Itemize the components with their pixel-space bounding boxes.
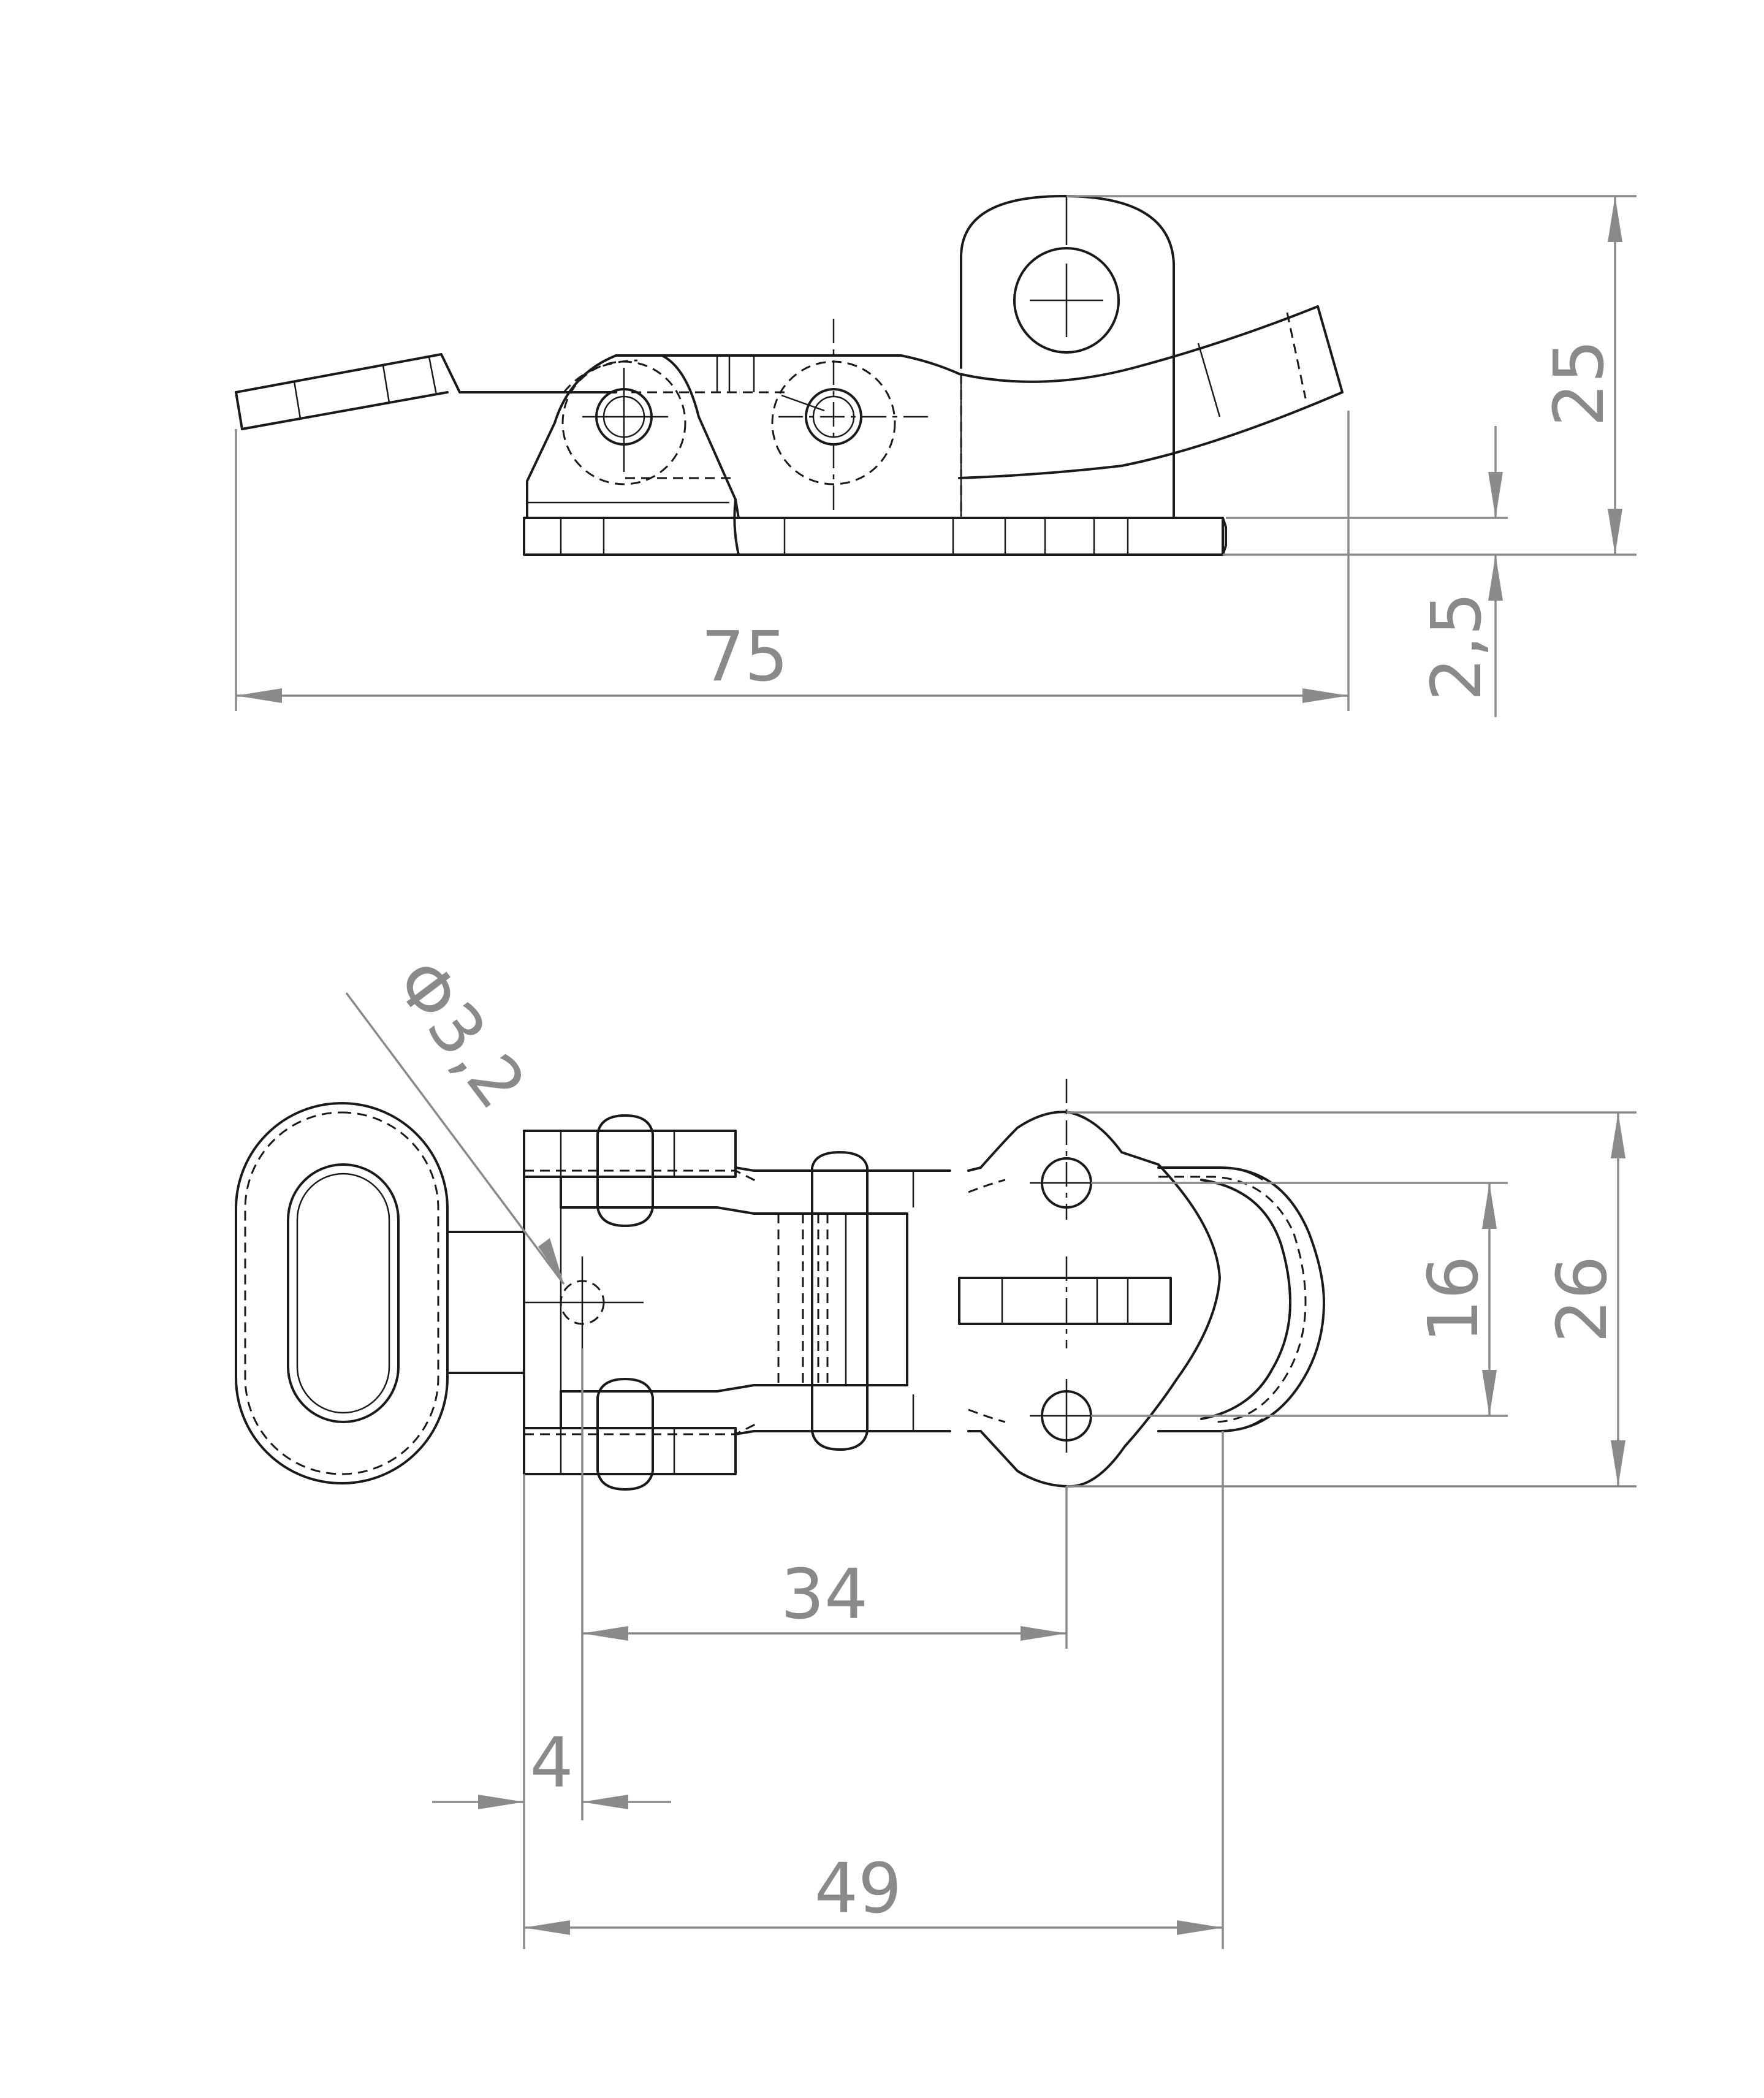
hook-hole — [1013, 247, 1120, 354]
dim-width: 26 — [1543, 1256, 1622, 1344]
dim-edge-to-pin: 4 — [530, 1724, 573, 1803]
top-view-dimensions: Φ3,2 26 16 34 4 49 — [345, 945, 1637, 1949]
top-view — [235, 1079, 1325, 1491]
dim-pin-to-hole: 34 — [781, 1555, 869, 1635]
dim-base-thickness: 2,5 — [1417, 592, 1497, 701]
handle-slot — [287, 1163, 400, 1423]
dim-height: 25 — [1540, 340, 1619, 427]
dim-base-length: 49 — [815, 1849, 902, 1929]
dim-overall-length: 75 — [701, 617, 789, 697]
dim-hole-spacing: 16 — [1414, 1256, 1494, 1344]
side-view-dimensions: 75 25 2,5 — [235, 195, 1637, 717]
side-view — [235, 195, 1344, 556]
dim-hole-diameter: Φ3,2 — [379, 945, 541, 1123]
latch-slot — [958, 1277, 1172, 1325]
oval-handle — [235, 1102, 449, 1484]
base-plate — [523, 517, 1224, 556]
